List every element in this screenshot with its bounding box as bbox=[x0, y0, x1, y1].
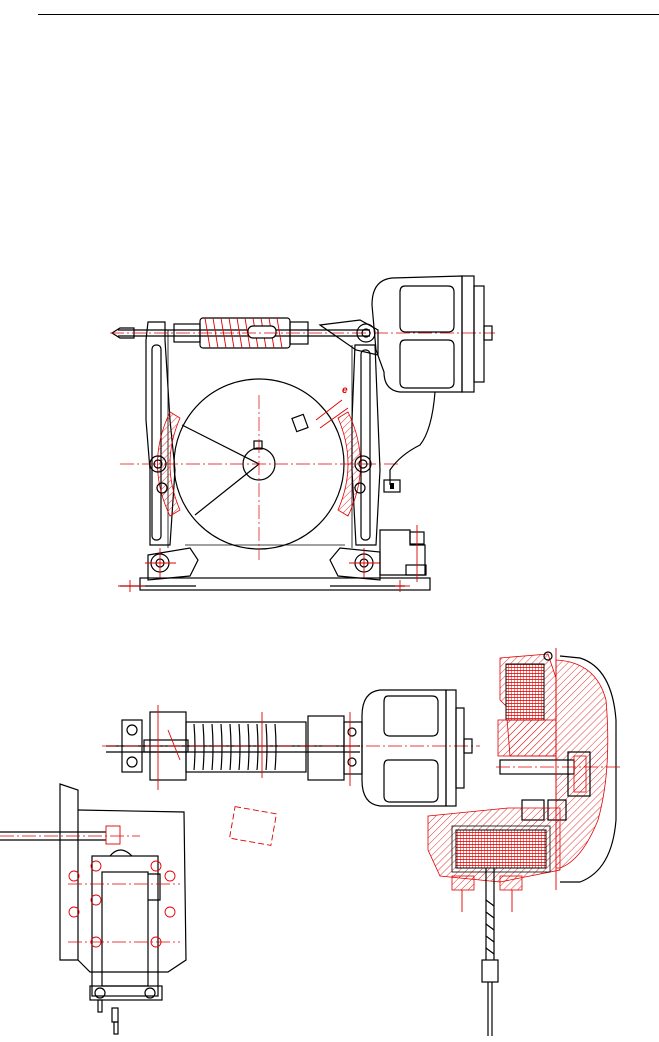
section-cable bbox=[481, 868, 499, 1036]
terminal-box bbox=[383, 479, 401, 493]
left-shoe-pivot bbox=[149, 455, 167, 473]
cutout-marker bbox=[229, 806, 277, 846]
left-base-pivot bbox=[145, 548, 176, 578]
right-base-pivot bbox=[349, 548, 380, 578]
right-shoe-pivot bbox=[354, 455, 372, 473]
thruster-section bbox=[427, 648, 620, 1036]
lower-coil bbox=[455, 829, 547, 869]
upper-coil bbox=[505, 663, 545, 721]
top-view-thruster bbox=[361, 689, 473, 807]
left-brake-shoe bbox=[157, 411, 181, 517]
detail-plate bbox=[91, 855, 159, 997]
thruster-cable bbox=[389, 391, 436, 485]
release-gap-label: e bbox=[342, 385, 348, 396]
adjuster-bracket bbox=[379, 529, 426, 576]
cable-plug bbox=[481, 959, 499, 983]
top-view bbox=[102, 689, 480, 846]
left-base-bracket bbox=[147, 547, 199, 581]
front-view: e bbox=[110, 275, 495, 592]
top-view-spring bbox=[193, 723, 277, 771]
mounting-detail bbox=[0, 783, 187, 1035]
page-header-rule bbox=[38, 14, 659, 15]
left-brake-arm bbox=[145, 321, 176, 546]
wear-indicator bbox=[291, 413, 309, 433]
base-plate bbox=[139, 577, 431, 591]
seal-ring bbox=[567, 751, 591, 797]
thruster-body bbox=[371, 275, 493, 393]
